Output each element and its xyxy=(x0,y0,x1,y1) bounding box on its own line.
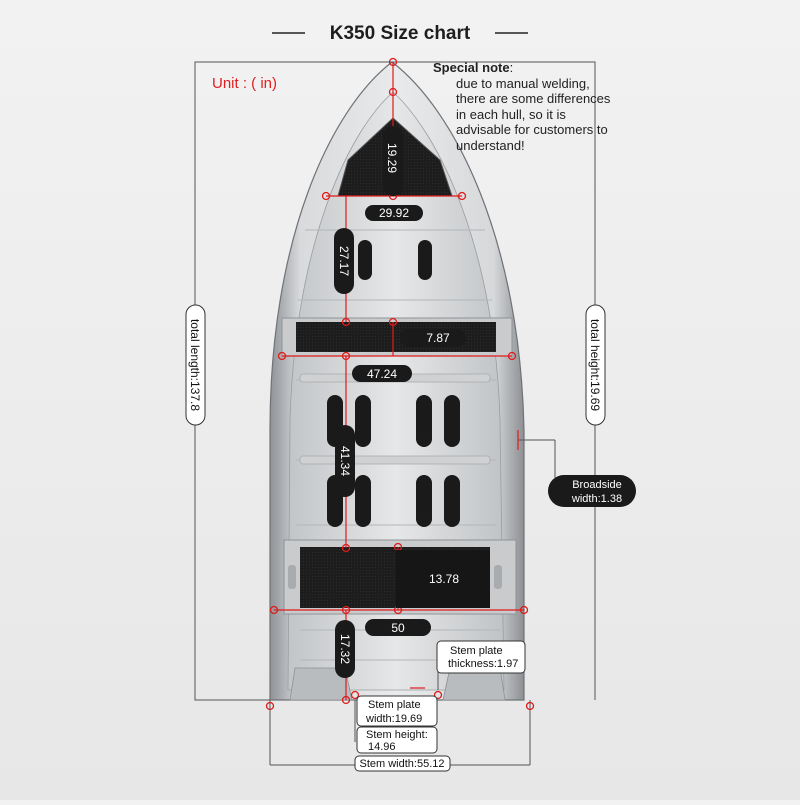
broadside-label-1: Broadside xyxy=(572,479,622,491)
bow-seat-width-label: 29.92 xyxy=(379,206,409,220)
special-note-line-5: understand! xyxy=(456,137,525,153)
special-note-line-4: advisable for customers to xyxy=(456,122,608,137)
special-note-line-1: due to manual welding, xyxy=(456,75,590,91)
front-seat-depth-pill xyxy=(400,329,466,347)
mid-width-label: 47.24 xyxy=(367,367,397,381)
stern-thickness-label-2: thickness:1.97 xyxy=(448,658,518,670)
special-note: Special note: due to manual welding, the… xyxy=(433,60,673,153)
stern-width-box xyxy=(354,755,451,772)
stern-height-label-1: Stem height: xyxy=(366,729,428,741)
bow-seat-width-pill xyxy=(365,205,423,221)
stern-plate-width-box xyxy=(356,695,438,727)
middle-length-label: 41.34 xyxy=(338,446,352,476)
special-note-heading: Special note xyxy=(433,60,510,75)
special-note-line-3: in each hull, so it is xyxy=(456,106,566,122)
stern-thickness-box xyxy=(436,640,526,674)
stern-plate-width-label-2: width:19.69 xyxy=(365,713,422,725)
special-note-colon: : xyxy=(509,60,514,75)
bow-length-label: 19.29 xyxy=(385,143,399,173)
front-seat-depth-label: 7.87 xyxy=(426,331,450,345)
rear-length-pill xyxy=(335,620,355,678)
stern-plate-width-label-1: Stem plate xyxy=(368,699,421,711)
rear-seat-depth-label: 13.78 xyxy=(429,572,459,586)
mid-width-pill xyxy=(352,365,412,382)
total-length-pill xyxy=(185,304,206,426)
total-height-pill xyxy=(585,304,606,426)
page-title: K350 Size chart xyxy=(330,23,471,44)
broadside-pill xyxy=(548,475,636,507)
stern-thickness-label-1: Stem plate xyxy=(450,645,503,657)
rear-seat-pill xyxy=(396,550,490,608)
forward-length-pill xyxy=(334,228,354,294)
total-length-label: total length:137.8 xyxy=(188,319,202,411)
measure-markers xyxy=(265,57,535,711)
rear-width-pill xyxy=(365,619,431,636)
stern-width-label: Stem width:55.12 xyxy=(360,758,445,770)
rear-length-label: 17.32 xyxy=(338,634,352,664)
rear-width-label: 50 xyxy=(391,621,405,635)
forward-length-label: 27.17 xyxy=(337,246,351,276)
stern-height-box xyxy=(356,726,438,754)
middle-length-pill xyxy=(335,425,355,497)
broadside-label-2: width:1.38 xyxy=(571,493,622,505)
unit-label: Unit : ( in) xyxy=(212,75,277,92)
bow-length-pill xyxy=(383,126,403,196)
total-height-label: total height:19.69 xyxy=(588,319,602,411)
stern-height-label-2: 14.96 xyxy=(368,741,396,753)
special-note-line-2: there are some differences xyxy=(456,91,611,106)
